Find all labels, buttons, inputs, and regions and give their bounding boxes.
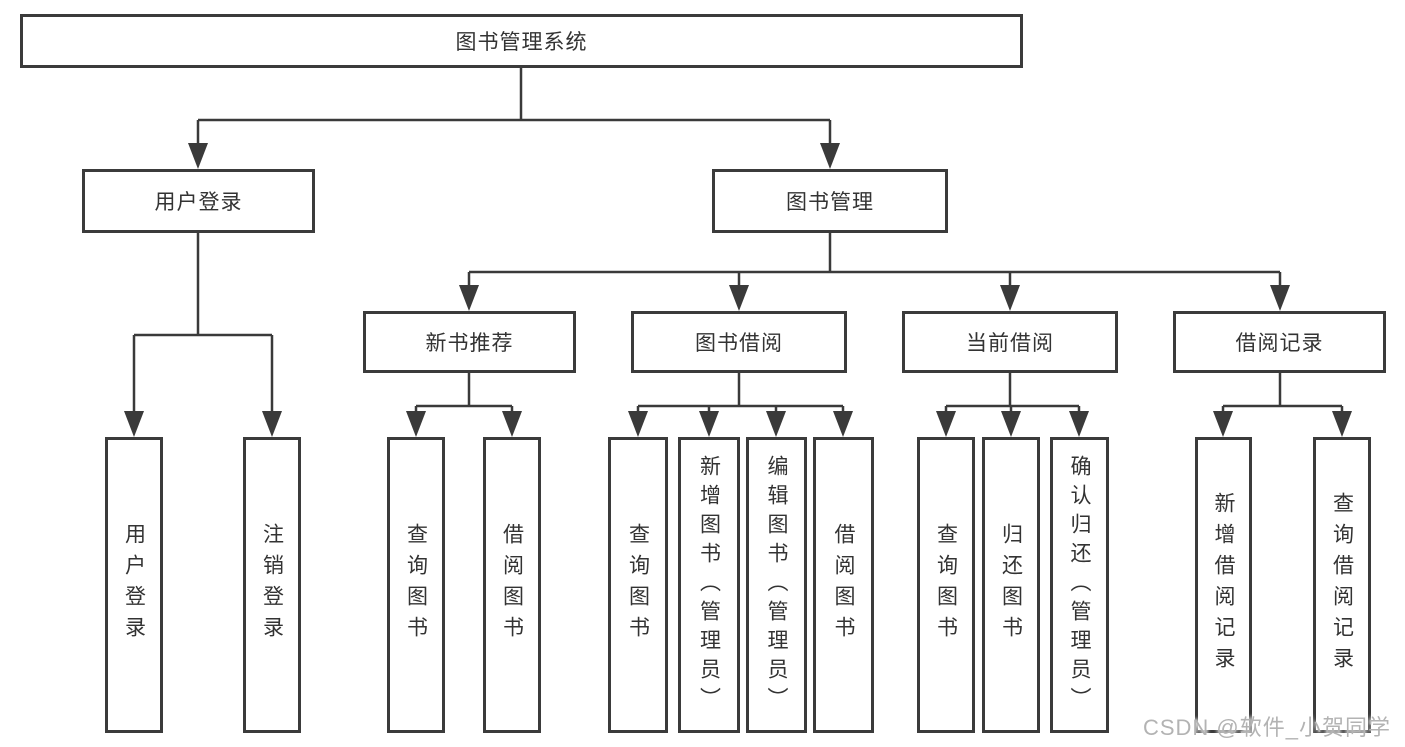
node-new-book-recommend-label: 新书推荐 [425, 332, 514, 355]
leaf-query-borrow-record: 查询借阅记录 [1313, 437, 1371, 733]
arrowhead-icon [262, 411, 282, 437]
leaf-logout: 注销登录 [243, 437, 301, 733]
leaf-add-borrow-record: 新增借阅记录 [1195, 437, 1252, 733]
csdn-watermark: CSDN @软件_小贺同学 [1142, 715, 1391, 740]
arrowhead-icon [502, 411, 522, 437]
node-book-management: 图书管理 [712, 169, 948, 233]
leaf-confirm-return-admin: 确认归还（管理员） [1050, 437, 1109, 733]
arrowhead-icon [820, 143, 840, 169]
arrowhead-icon [628, 411, 648, 437]
node-book-borrowing-label: 图书借阅 [695, 332, 783, 355]
arrowhead-icon [1332, 411, 1352, 437]
node-root-label: 图书管理系统 [455, 31, 588, 54]
node-root: 图书管理系统 [20, 14, 1023, 68]
arrowhead-icon [699, 411, 719, 437]
leaf-user-login: 用户登录 [105, 437, 163, 733]
node-borrowing-records: 借阅记录 [1173, 311, 1386, 373]
node-current-borrowing: 当前借阅 [902, 311, 1118, 373]
arrowhead-icon [1069, 411, 1089, 437]
node-user-login-label: 用户登录 [154, 191, 243, 214]
leaf-borrow-books-recommend: 借阅图书 [483, 437, 541, 733]
arrowhead-icon [406, 411, 426, 437]
node-book-management-label: 图书管理 [786, 191, 874, 214]
arrowhead-icon [1270, 285, 1290, 311]
arrowhead-icon [729, 285, 749, 311]
leaf-query-books-recommend: 查询图书 [387, 437, 445, 733]
arrowhead-icon [188, 143, 208, 169]
leaf-query-books-borrow: 查询图书 [608, 437, 668, 733]
leaf-return-books: 归还图书 [982, 437, 1040, 733]
arrowhead-icon [1213, 411, 1233, 437]
arrowhead-icon [124, 411, 144, 437]
node-user-login: 用户登录 [82, 169, 315, 233]
arrowhead-icon [833, 411, 853, 437]
node-new-book-recommend: 新书推荐 [363, 311, 576, 373]
node-borrowing-records-label: 借阅记录 [1235, 332, 1324, 355]
leaf-edit-books-admin: 编辑图书（管理员） [746, 437, 807, 733]
arrowhead-icon [766, 411, 786, 437]
node-current-borrowing-label: 当前借阅 [966, 332, 1054, 355]
arrowhead-icon [1001, 411, 1021, 437]
arrowhead-icon [1000, 285, 1020, 311]
leaf-add-books-admin: 新增图书（管理员） [678, 437, 740, 733]
arrowhead-icon [459, 285, 479, 311]
leaf-borrow-books: 借阅图书 [813, 437, 874, 733]
arrowhead-icon [936, 411, 956, 437]
leaf-query-books-current: 查询图书 [917, 437, 975, 733]
node-book-borrowing: 图书借阅 [631, 311, 847, 373]
